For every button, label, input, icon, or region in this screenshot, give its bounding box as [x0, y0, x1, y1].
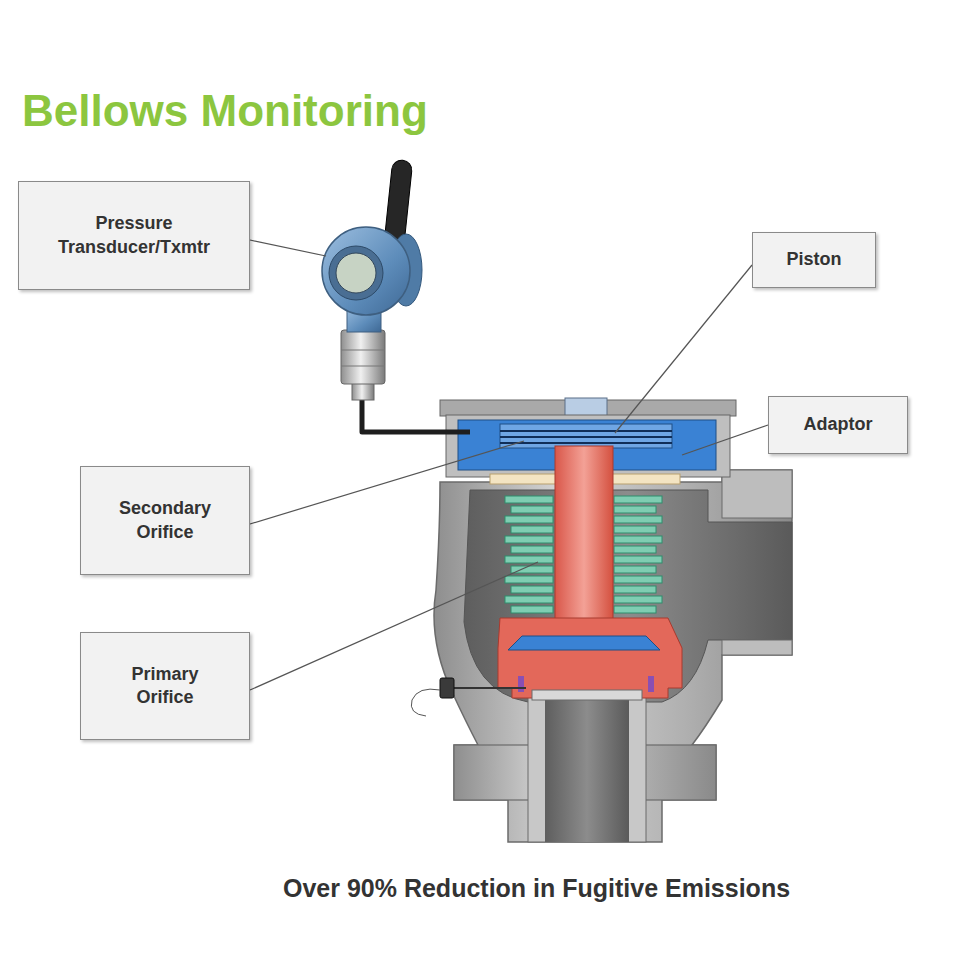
- callout-label: Piston: [786, 248, 841, 271]
- bellows-fold: [505, 536, 553, 543]
- signal-tube: [362, 398, 470, 432]
- disc-holder: [498, 618, 682, 698]
- plug-wire: [411, 689, 440, 716]
- bellows-fold: [505, 596, 553, 603]
- callout-label: Primary Orifice: [107, 663, 223, 710]
- body-cavity: [464, 490, 792, 702]
- callout-box: Primary Orifice: [80, 632, 250, 740]
- seal-ring: [518, 676, 524, 692]
- piston-plate: [500, 442, 672, 444]
- outlet-flange-face: [722, 640, 792, 655]
- plug-rod: [452, 687, 526, 689]
- sensor-groove: [341, 366, 385, 367]
- bellows-fold: [511, 506, 553, 513]
- callout-label: Pressure Transducer/Txmtr: [37, 212, 231, 259]
- callout-box: Piston: [752, 232, 876, 288]
- bellows-fold: [614, 556, 662, 563]
- display-bezel: [329, 246, 383, 300]
- callout-label: Secondary Orifice: [103, 497, 227, 544]
- bellows-fold: [614, 516, 662, 523]
- bellows-fold: [614, 576, 662, 583]
- bellows-fold: [511, 566, 553, 573]
- disc-seat: [508, 636, 660, 650]
- leader-line: [615, 265, 752, 433]
- bellows-fold: [511, 586, 553, 593]
- bellows-fold: [614, 526, 656, 533]
- leader-line: [250, 240, 326, 256]
- tube-fitting: [352, 382, 374, 400]
- side-plug: [440, 678, 454, 698]
- seal-ring: [648, 676, 654, 692]
- sensor-body: [341, 330, 385, 384]
- adaptor-recess: [500, 424, 672, 448]
- bellows-fold: [614, 546, 656, 553]
- bellows-fold: [614, 536, 662, 543]
- bellows-fold: [505, 496, 553, 503]
- piston-plate: [500, 430, 672, 432]
- bellows-left: [505, 496, 553, 613]
- sensor-groove: [341, 350, 385, 351]
- transmitter-housing: [322, 227, 410, 315]
- valve-stem: [555, 446, 613, 636]
- bellows-right: [614, 496, 662, 613]
- bellows-fold: [511, 546, 553, 553]
- bellows-fold: [511, 526, 553, 533]
- nozzle-tip: [532, 690, 642, 700]
- diagram-caption: Over 90% Reduction in Fugitive Emissions: [283, 874, 790, 903]
- callout-box: Pressure Transducer/Txmtr: [18, 181, 250, 290]
- leader-line: [250, 562, 538, 690]
- bellows-fold: [614, 496, 662, 503]
- leader-line: [250, 441, 524, 524]
- diagram-title: Bellows Monitoring: [22, 86, 428, 136]
- callout-box: Secondary Orifice: [80, 466, 250, 575]
- bellows-fold: [505, 576, 553, 583]
- bellows-fold: [505, 556, 553, 563]
- bellows-fold: [511, 606, 553, 613]
- piston-plate: [500, 436, 672, 438]
- bellows-fold: [614, 586, 656, 593]
- outlet-flange-face: [722, 470, 792, 518]
- bellows-fold: [614, 566, 656, 573]
- callout-label: Adaptor: [804, 413, 873, 436]
- bellows-fold: [505, 516, 553, 523]
- callout-box: Adaptor: [768, 396, 908, 454]
- lcd-display: [336, 253, 376, 293]
- bellows-fold: [614, 606, 656, 613]
- bellows-fold: [614, 506, 656, 513]
- bellows-fold: [614, 596, 662, 603]
- leader-line: [682, 425, 768, 455]
